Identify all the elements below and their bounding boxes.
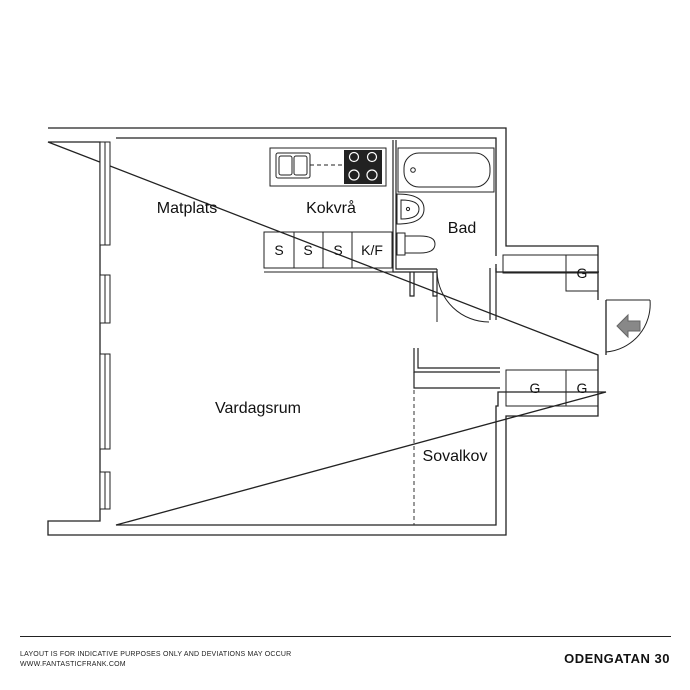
entry-door-icon (605, 299, 651, 353)
room-label-bad: Bad (448, 220, 476, 237)
bathroom-door-icon (436, 271, 490, 323)
bathtub-icon (397, 147, 495, 193)
bath-sink-icon (396, 193, 425, 225)
cabinet-label: K/F (361, 242, 383, 258)
kitchen-counter (269, 147, 387, 187)
address-title: ODENGATAN 30 (564, 651, 670, 666)
room-label-vardagsrum: Vardagsrum (215, 400, 301, 417)
wardrobe-label: G (577, 265, 588, 281)
wardrobe-label: G (530, 380, 541, 396)
room-label-kokvra: Kokvrå (306, 199, 356, 217)
cabinet-label: S (274, 242, 283, 258)
cabinet-label: S (333, 242, 342, 258)
toilet-icon (396, 232, 436, 256)
wardrobes (502, 254, 599, 407)
hallway-walls (413, 348, 500, 389)
left-windows (99, 141, 111, 510)
room-label-sovalkov: Sovalkov (423, 448, 488, 465)
entrance-arrow-icon (616, 313, 641, 339)
stove-icon (344, 150, 382, 184)
footer-divider (20, 636, 671, 637)
footer-disclaimer: LAYOUT IS FOR INDICATIVE PURPOSES ONLY A… (20, 650, 291, 670)
wardrobe-label: G (577, 380, 588, 396)
kitchen-cabinets (263, 231, 393, 273)
cabinet-label: S (303, 242, 312, 258)
bathroom-walls (392, 140, 497, 320)
outer-walls (47, 127, 607, 536)
disclaimer-text: LAYOUT IS FOR INDICATIVE PURPOSES ONLY A… (20, 651, 292, 658)
room-label-matplats: Matplats (157, 200, 217, 217)
website-text: WWW.FANTASTICFRANK.COM (20, 661, 126, 668)
